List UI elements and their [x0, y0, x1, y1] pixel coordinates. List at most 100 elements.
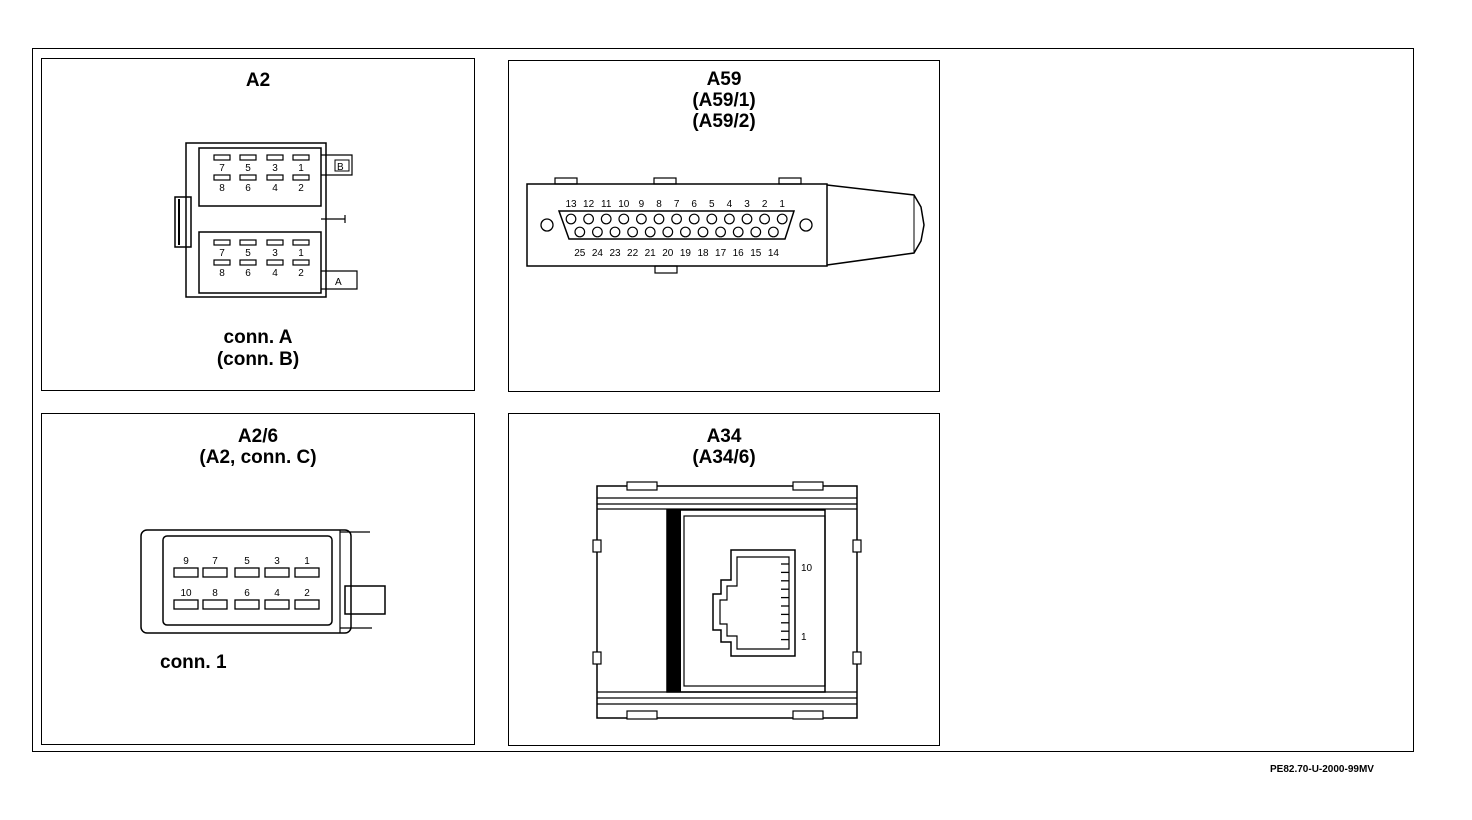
a59-pin-label-bottom: 15: [750, 248, 762, 259]
a34-rj-socket: [712, 549, 796, 657]
a59-pin-label-bottom: 22: [627, 248, 639, 259]
a2-6-pin-slot: [202, 567, 228, 578]
a2-pin-slot: [292, 239, 310, 246]
a2-pin-label: 3: [272, 163, 278, 174]
a59-pin: [627, 226, 638, 238]
a2-6-pin-label: 9: [183, 556, 189, 567]
a59-pin: [671, 213, 683, 225]
a59-pin: [583, 213, 594, 225]
a2-pin-slot: [292, 154, 310, 161]
a2-pin-label: 5: [245, 248, 251, 259]
a2-pin-label: 1: [298, 248, 304, 259]
panel-a34: A34 (A34/6) 10 1: [508, 413, 940, 746]
panel-a34-title: A34 (A34/6): [509, 426, 939, 468]
a34-pin-high: 10: [801, 563, 813, 574]
a59-pin-label-bottom: 14: [768, 248, 780, 259]
a2-lower-block: [198, 231, 322, 294]
panel-a2-6-title: A2/6 (A2, conn. C): [42, 426, 474, 468]
a59-pin-label-bottom: 21: [645, 248, 657, 259]
a34-contacts: [781, 563, 789, 641]
a2-pin-slot: [239, 239, 257, 246]
a2-6-pin-slot: [173, 567, 199, 578]
a2-label-a: A: [335, 277, 342, 288]
a59-title-line3: (A59/2): [692, 111, 756, 132]
a2-pin-label: 8: [219, 183, 225, 194]
a2-pin-label: 8: [219, 268, 225, 279]
a59-pin: [688, 213, 700, 225]
a2-caption: conn. A (conn. B): [42, 327, 474, 371]
a2-upper-block: [198, 147, 322, 207]
a59-pin-label-top: 8: [656, 199, 662, 210]
a59-pin: [723, 213, 735, 225]
a34-inner-body: [666, 509, 826, 693]
a59-pin: [759, 213, 771, 225]
a2-pin-slot: [292, 259, 310, 266]
a59-pin: [706, 213, 718, 225]
a59-pin-label-bottom: 23: [609, 248, 621, 259]
a2-pin-slot: [266, 154, 284, 161]
a2-6-pin-label: 2: [304, 588, 310, 599]
a59-pin-label-top: 12: [583, 199, 595, 210]
a59-pin-label-top: 1: [779, 199, 785, 210]
a2-pin-label: 6: [245, 268, 251, 279]
a59-pin: [618, 213, 630, 225]
a59-pin: [741, 213, 753, 225]
a2-pin-label: 7: [219, 248, 225, 259]
a34-housing: [596, 485, 858, 719]
a34-pin-low: 1: [801, 632, 807, 643]
a59-pin-label-top: 3: [744, 199, 750, 210]
a59-pin-label-bottom: 24: [592, 248, 604, 259]
a59-pin: [662, 226, 674, 238]
a59-pin: [679, 226, 691, 238]
a2-pin-slot: [266, 174, 284, 181]
a2-pin-slot: [239, 174, 257, 181]
a2-pin-slot: [213, 259, 231, 266]
a2-pin-label: 4: [272, 268, 278, 279]
a2-label-b: B: [337, 162, 344, 173]
a59-cable-boot: [826, 184, 925, 266]
a2-pin-label: 3: [272, 248, 278, 259]
a2-pin-slot: [213, 154, 231, 161]
a2-pin-label: 7: [219, 163, 225, 174]
a2-6-pin-slot: [264, 599, 290, 610]
a59-pin-label-top: 13: [565, 199, 577, 210]
a2-6-pin-label: 8: [212, 588, 218, 599]
a59-mount-hole-right: [799, 218, 813, 232]
a2-6-caption: conn. 1: [160, 652, 227, 673]
a59-body: [526, 183, 828, 267]
a59-pin: [768, 226, 779, 238]
a59-pin: [715, 226, 727, 238]
a2-6-key: [344, 585, 386, 615]
a2-6-title-line2: (A2, conn. C): [199, 447, 317, 468]
a2-pin-label: 1: [298, 163, 304, 174]
a59-d-shell: [557, 210, 796, 240]
a2-pin-slot: [213, 174, 231, 181]
a2-6-pin-slot: [234, 599, 260, 610]
a59-title-line1: A59: [706, 69, 742, 90]
a2-6-pin-label: 10: [180, 588, 192, 599]
a59-pin: [574, 226, 586, 238]
a59-pin: [565, 213, 577, 225]
a2-pin-slot: [292, 174, 310, 181]
a2-pin-label: 2: [298, 183, 304, 194]
a2-tab-a: [321, 270, 358, 290]
panel-a59-title: A59 (A59/1) (A59/2): [509, 69, 939, 132]
a2-pin-label: 6: [245, 183, 251, 194]
a2-housing: [185, 142, 327, 298]
a59-pin: [776, 213, 788, 225]
a2-6-pin-label: 5: [244, 556, 250, 567]
a59-pin: [600, 213, 612, 225]
a59-pins: [565, 213, 788, 238]
a59-pin: [732, 226, 744, 238]
a34-title-line1: A34: [706, 426, 742, 447]
a59-pin-label-bottom: 25: [574, 248, 586, 259]
a59-pin-label-bottom: 20: [662, 248, 674, 259]
